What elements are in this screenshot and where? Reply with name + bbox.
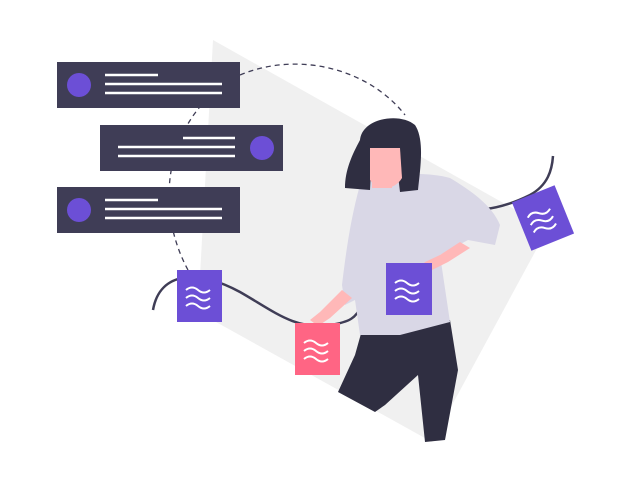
note-purple-held [386, 263, 432, 315]
woman-figure [310, 118, 500, 442]
wavy-lines-icon [394, 279, 420, 303]
note-pink [295, 323, 340, 375]
avatar-circle-icon [67, 198, 91, 222]
message-card-3 [57, 187, 240, 233]
message-card-1 [57, 62, 240, 108]
wavy-lines-icon [303, 339, 329, 363]
wavy-lines-icon [526, 208, 557, 234]
avatar-circle-icon [250, 136, 274, 160]
avatar-circle-icon [67, 73, 91, 97]
wavy-lines-icon [185, 286, 211, 310]
note-purple-left [177, 270, 222, 322]
note-purple-right [511, 185, 575, 251]
message-card-2 [100, 125, 283, 171]
